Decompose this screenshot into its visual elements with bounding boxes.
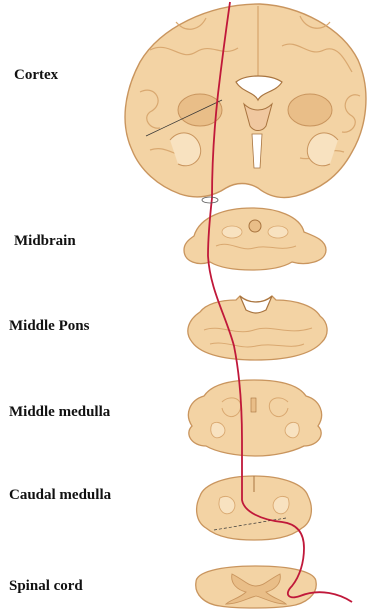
caudal-medulla-section xyxy=(197,476,312,540)
middle-medulla-section xyxy=(188,380,321,456)
cortex-section xyxy=(125,4,366,198)
spinal-cord-section xyxy=(196,566,316,608)
midbrain-section xyxy=(184,208,326,270)
middle-pons-section xyxy=(188,296,327,360)
